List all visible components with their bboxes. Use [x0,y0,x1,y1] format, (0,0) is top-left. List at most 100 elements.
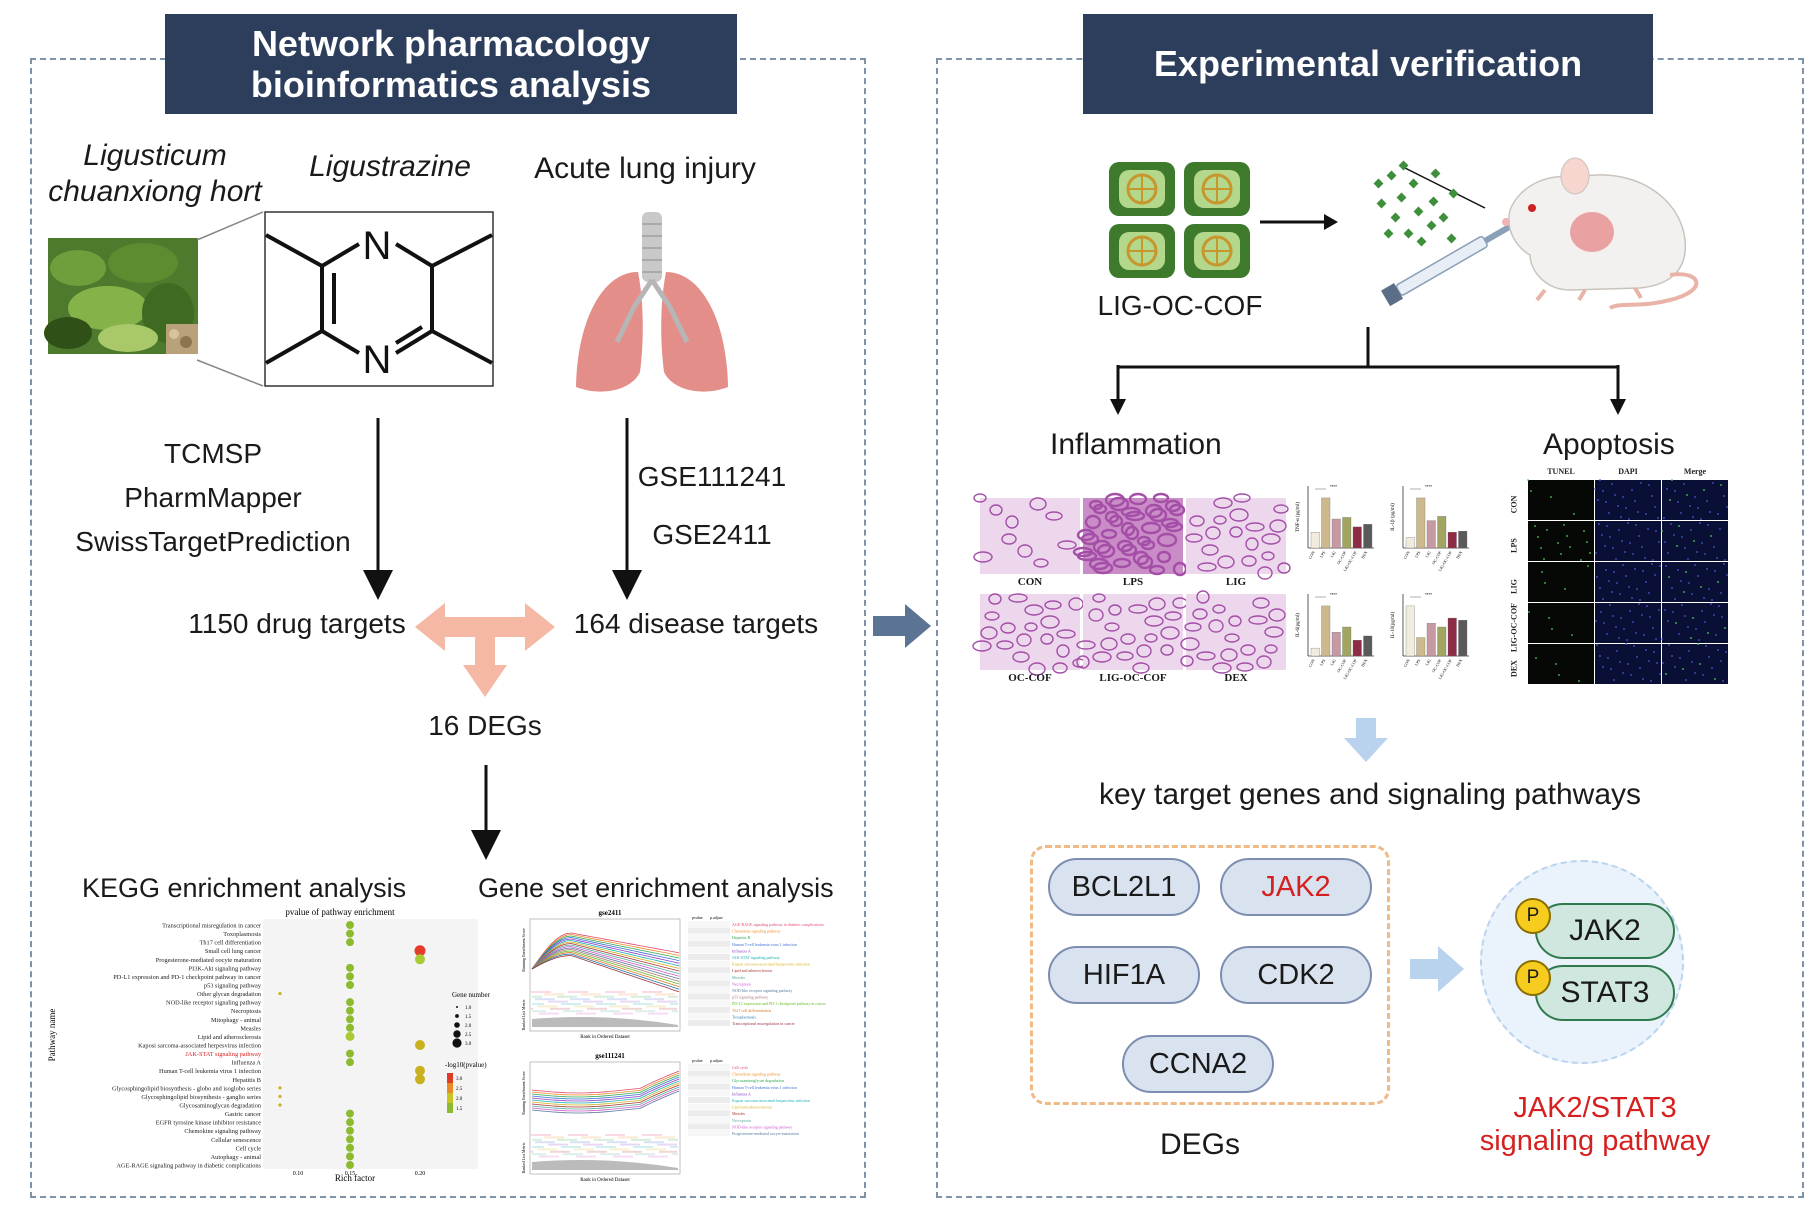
cof-particle [1396,192,1407,203]
he-alveolus [1224,633,1240,643]
tunel-cell [1643,634,1645,636]
tunel-background [1595,562,1661,602]
bar-category-label: LPS [1319,550,1327,558]
kegg-point [278,1094,282,1099]
he-label-oc-cof: OC-COF [1008,672,1052,684]
tunel-cell [1642,570,1644,572]
gsea-term-label: Measles [732,1111,746,1116]
gsea-table-row [688,947,730,954]
tunel-cell [1701,542,1703,544]
tunel-cell [1697,643,1699,645]
gsea-metric-area [532,1160,678,1170]
he-alveolus [1112,557,1132,569]
gsea-term-label: Human T-cell leukemia virus 1 infection [732,942,797,947]
kegg-size-legend-label: 1.5 [465,1015,472,1020]
cof-particle [1416,236,1427,247]
bar-category-label: DEX [1360,658,1368,668]
phospho-label-1: P [1526,905,1540,926]
tunel-cell [1621,540,1623,542]
kegg-pathway-label: Autophagy - animal [211,1154,262,1161]
he-alveolus [1044,600,1062,610]
tunel-image [1661,603,1728,643]
tunel-cell [1661,638,1663,640]
db-swisstarget: SwissTargetPrediction [75,526,351,557]
he-alveolus [1180,637,1200,651]
gsea-curve [531,934,680,970]
he-alveolus [1001,533,1017,545]
he-alveolus [1088,557,1110,571]
tunel-cell [1684,615,1686,617]
gsea-table-row [688,934,730,941]
tunel-cell [1670,523,1672,525]
gsea-table-row [688,1070,730,1077]
tunel-image [1528,644,1594,684]
tunel-cell [1665,673,1667,675]
tunel-cell [1612,615,1614,617]
cof-particle [1413,206,1424,217]
tunel-cell [1617,505,1619,507]
tunel-cell [1578,680,1580,682]
tunel-cell [1715,634,1717,636]
kegg-color-legend-label: 1.5 [456,1107,463,1112]
gsea-term-label: Kaposi sarcoma-associated herpesvirus in… [732,962,810,967]
he-alveolus [988,593,1002,605]
tunel-cell [1589,552,1591,554]
gsea-table-row [688,940,730,947]
kegg-size-legend-label: 1.0 [465,1006,472,1011]
tunel-cell [1652,559,1654,561]
gsea-table-row [688,1077,730,1084]
tunel-cell [1704,621,1706,623]
tunel-cell [1674,666,1676,668]
tunel-cell [1635,632,1637,634]
he-alveolus [972,640,992,652]
tunel-image [1662,479,1728,520]
cof-particle [1448,188,1459,199]
degs-box [1030,845,1390,1105]
bar [1363,524,1373,549]
gsea-ylabel-3: Ranked List Metric [521,999,526,1030]
bar [1458,530,1468,549]
tunel-cell [1711,599,1713,601]
tunel-cell [1530,490,1532,492]
gsea-curve [531,937,680,970]
he-alveolus [1148,597,1166,611]
tunel-col-label: Merge [1683,467,1707,476]
tunel-cell [1566,535,1568,537]
he-image-con [973,493,1080,574]
tunel-cell [1681,536,1683,538]
kegg-size-legend-dot [452,1038,462,1048]
tunel-cell [1723,495,1725,497]
kegg-pathway-label: Cellular senescence [211,1137,261,1144]
kegg-point [346,1143,354,1152]
kegg-point [346,981,354,989]
bar-significance: **** [1330,592,1337,597]
he-alveolus [996,640,1014,650]
dataset-gse2411: GSE2411 [652,519,772,550]
tunel-cell [1659,565,1661,567]
kegg-color-legend-label: 2.5 [456,1087,463,1092]
tunel-cell [1543,558,1545,560]
he-alveolus [1205,526,1221,540]
tunel-cell [1675,622,1677,624]
tunel-cell [1555,663,1557,665]
kegg-size-legend-dot [453,1030,461,1038]
kegg-point [278,991,282,996]
kegg-point [346,1135,354,1144]
svg-text:N: N [363,224,392,268]
tunel-cell [1644,557,1646,559]
he-alveolus [1056,644,1070,658]
tunel-cell [1688,650,1690,652]
kegg-legend-color-title: -log10(pvalue) [445,1061,487,1069]
tunel-cell [1629,542,1631,544]
phospho-badge-jak2: P [1515,898,1551,934]
gsea-term-label: Glycosaminoglycan degradation [732,1078,784,1083]
tunel-cell [1707,632,1709,634]
gsea-curve [531,950,680,985]
kegg-pathway-label: Necroptosis [231,1008,262,1015]
tunel-cell [1648,660,1650,662]
tunel-cell [1707,524,1709,526]
tunel-cell [1609,604,1611,606]
tunel-cell [1634,500,1636,502]
tunel-cell [1625,643,1627,645]
left-header: Network pharmacology bioinformatics anal… [165,14,737,114]
